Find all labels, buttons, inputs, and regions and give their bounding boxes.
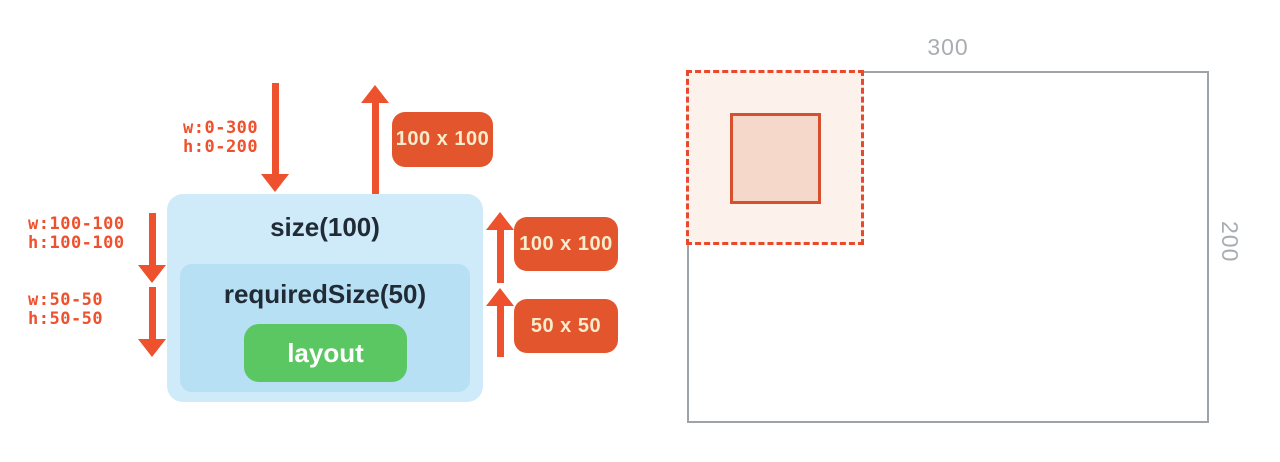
measured-layout-square xyxy=(730,113,821,204)
required-size-modifier-box: requiredSize(50) layout xyxy=(180,264,470,392)
arrow-down-icon xyxy=(261,83,289,192)
size-badge: 100 x 100 xyxy=(514,217,618,271)
constraint-label-required-size-modifier: w:50-50 h:50-50 xyxy=(28,291,103,329)
arrow-stem xyxy=(148,287,156,339)
constraint-width-range: w:50-50 xyxy=(28,290,104,310)
arrow-head xyxy=(138,265,166,283)
constraint-height-range: h:50-50 xyxy=(28,309,104,329)
size-badge: 100 x 100 xyxy=(392,112,493,167)
arrow-up-icon xyxy=(486,288,514,357)
size-modifier-label: size(100) xyxy=(270,212,380,242)
arrow-head xyxy=(138,339,166,357)
parent-width-label: 300 xyxy=(927,34,969,60)
arrow-head xyxy=(486,212,514,230)
constraint-width-range: w:0-300 xyxy=(183,118,259,138)
constraint-width-range: w:100-100 xyxy=(28,214,125,234)
size-modifier-box: size(100) requiredSize(50) layout xyxy=(167,194,483,402)
arrow-down-icon xyxy=(138,287,166,357)
constraint-height-range: h:0-200 xyxy=(183,137,259,157)
arrow-head xyxy=(486,288,514,306)
arrow-down-icon xyxy=(138,213,166,283)
constraint-label-size-modifier: w:100-100 h:100-100 xyxy=(28,215,125,253)
required-size-modifier-label: requiredSize(50) xyxy=(223,279,427,309)
arrow-up-icon xyxy=(486,212,514,283)
parent-height-label: 200 xyxy=(1217,221,1243,263)
arrow-stem xyxy=(271,83,279,174)
arrow-head xyxy=(261,174,289,192)
arrow-head xyxy=(361,85,389,103)
arrow-up-icon xyxy=(361,85,389,197)
constraint-height-range: h:100-100 xyxy=(28,233,125,253)
layout-node: layout xyxy=(244,324,407,382)
arrow-stem xyxy=(496,230,504,283)
arrow-stem xyxy=(371,103,379,197)
arrow-stem xyxy=(496,306,504,357)
size-badge: 50 x 50 xyxy=(514,299,618,353)
arrow-stem xyxy=(148,213,156,265)
constraint-label-incoming: w:0-300 h:0-200 xyxy=(183,119,258,157)
